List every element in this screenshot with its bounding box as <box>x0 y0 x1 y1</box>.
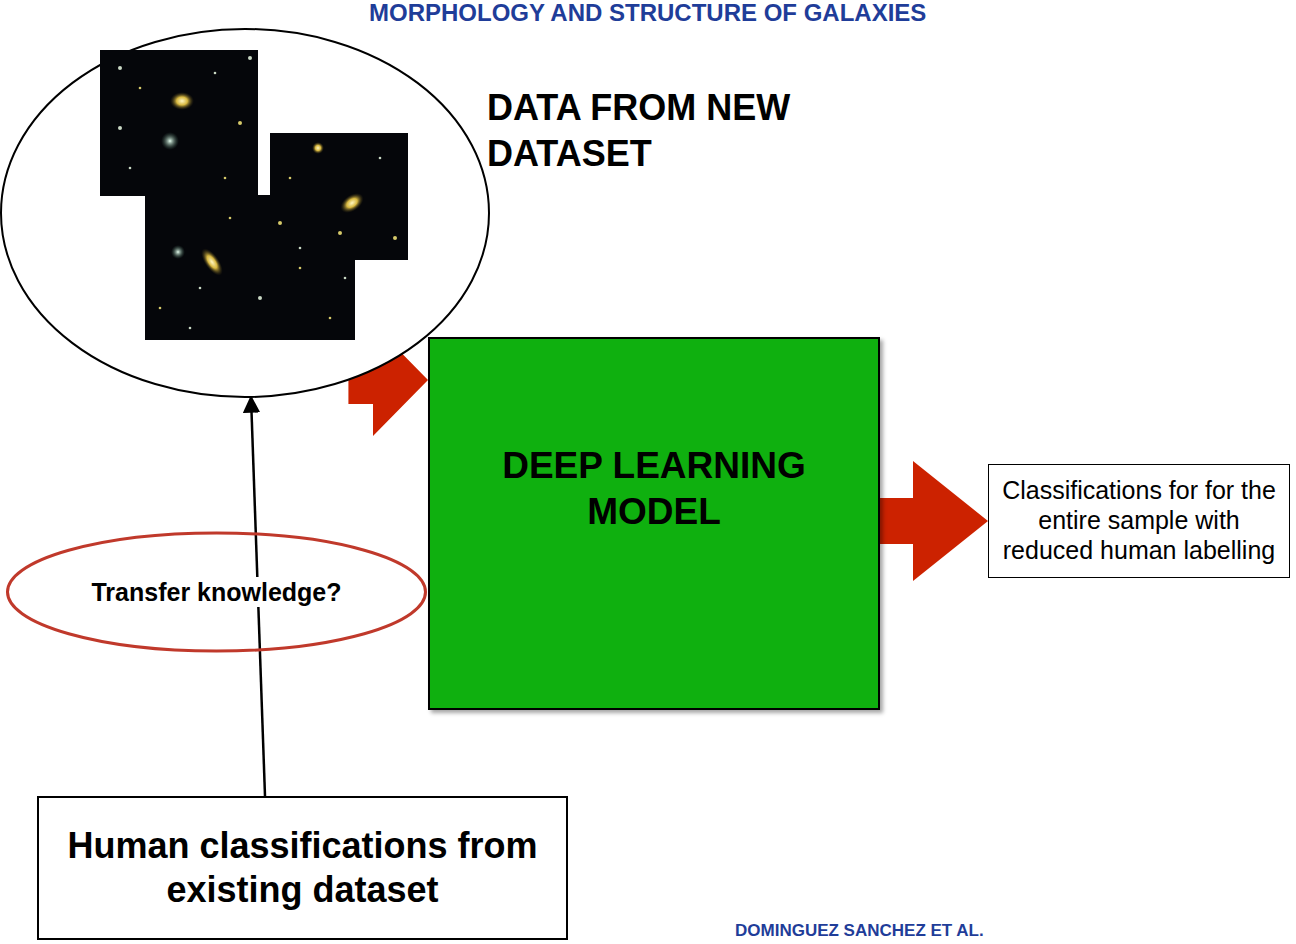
node-text: Human classifications from existing data… <box>49 824 556 912</box>
credit-footer: DOMINGUEZ SANCHEZ ET AL. <box>735 918 984 944</box>
transfer-ellipse: Transfer knowledge? <box>5 530 428 654</box>
galaxy-images <box>0 28 490 398</box>
data-circle: DATA FROM NEW DATASET <box>0 28 490 398</box>
model-box: DEEP LEARNING MODEL <box>428 337 880 710</box>
node-text: Classifications for for the entire sampl… <box>999 475 1279 565</box>
node-text: DEEP LEARNING MODEL <box>450 443 858 535</box>
node-text: Transfer knowledge? <box>89 577 343 607</box>
output-box: Classifications for for the entire sampl… <box>988 464 1290 578</box>
block-arrow <box>880 461 988 581</box>
node-text: DATA FROM NEW DATASET <box>487 85 817 177</box>
slide-title: MORPHOLOGY AND STRUCTURE OF GALAXIES <box>369 0 926 26</box>
source-box: Human classifications from existing data… <box>37 796 568 940</box>
